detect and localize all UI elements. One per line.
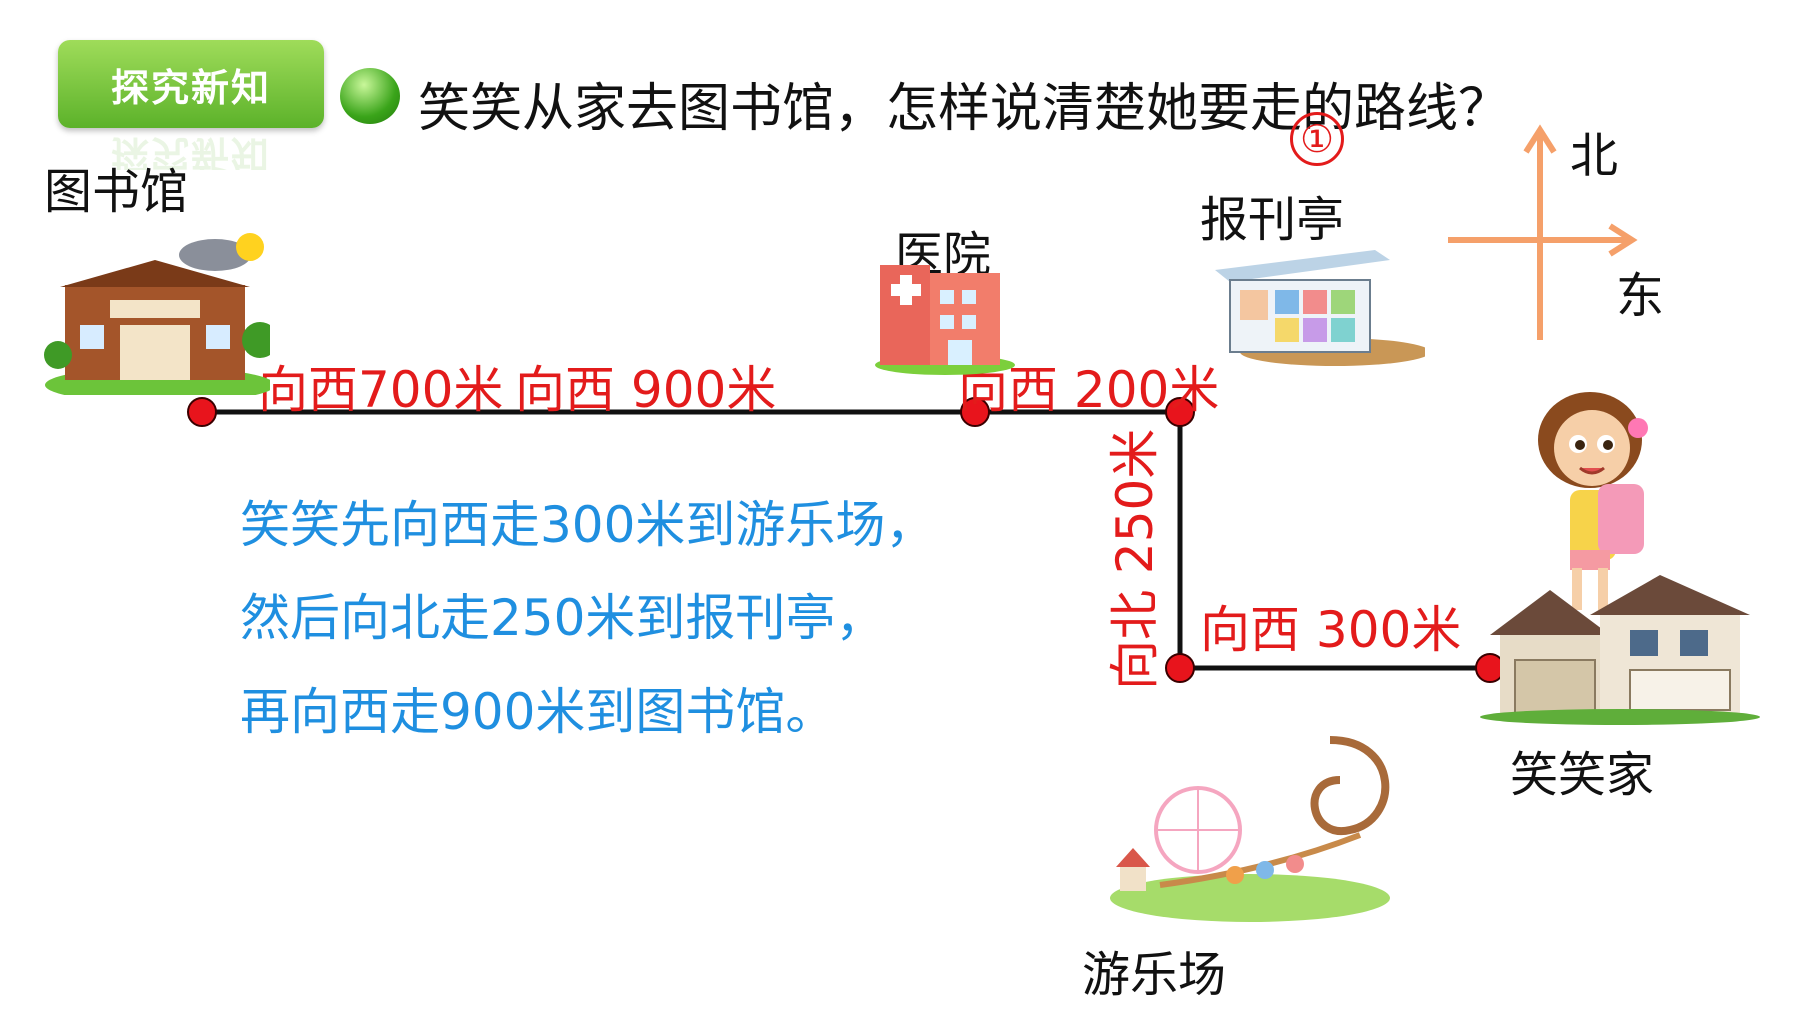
route-label-west-900: 向西 900米 [515,361,777,419]
route-point-library [187,397,217,427]
route-point-amusement [1165,653,1195,683]
route-path [202,409,1490,671]
green-bullet-icon [340,68,400,124]
amusement-park-label: 游乐场 [1082,947,1227,1003]
section-badge: 探究新知 [58,40,324,128]
newsstand-kiosk-icon [1215,250,1425,366]
hospital-building-icon [875,265,1015,375]
compass-east-label: 东 [1616,268,1665,324]
library-building-icon [44,233,270,395]
circled-number-marker: ① [1290,112,1344,166]
compass-north-label: 北 [1570,128,1619,184]
library-label: 图书馆 [44,164,189,220]
compass-icon [1448,124,1638,340]
amusement-park-icon [1110,736,1390,922]
house-icon [1480,575,1760,725]
route-label-west-300: 向西 300米 [1200,601,1462,659]
route-label-west-700: 向西700米 [258,361,504,419]
newsstand-label: 报刊亭 [1200,192,1345,248]
answer-line-3: 再向西走900米到图书馆。 [240,683,836,741]
route-label-north-250: 向北 250米 [1106,428,1164,690]
home-label: 笑笑家 [1510,747,1655,803]
answer-line-2: 然后向北走250米到报刊亭， [240,589,886,647]
section-badge-label: 探究新知 [110,65,271,110]
girl-character-icon [1538,392,1648,610]
route-point-hospital [960,397,990,427]
answer-line-1: 笑笑先向西走300米到游乐场， [240,496,936,554]
route-point-newsstand [1165,397,1195,427]
